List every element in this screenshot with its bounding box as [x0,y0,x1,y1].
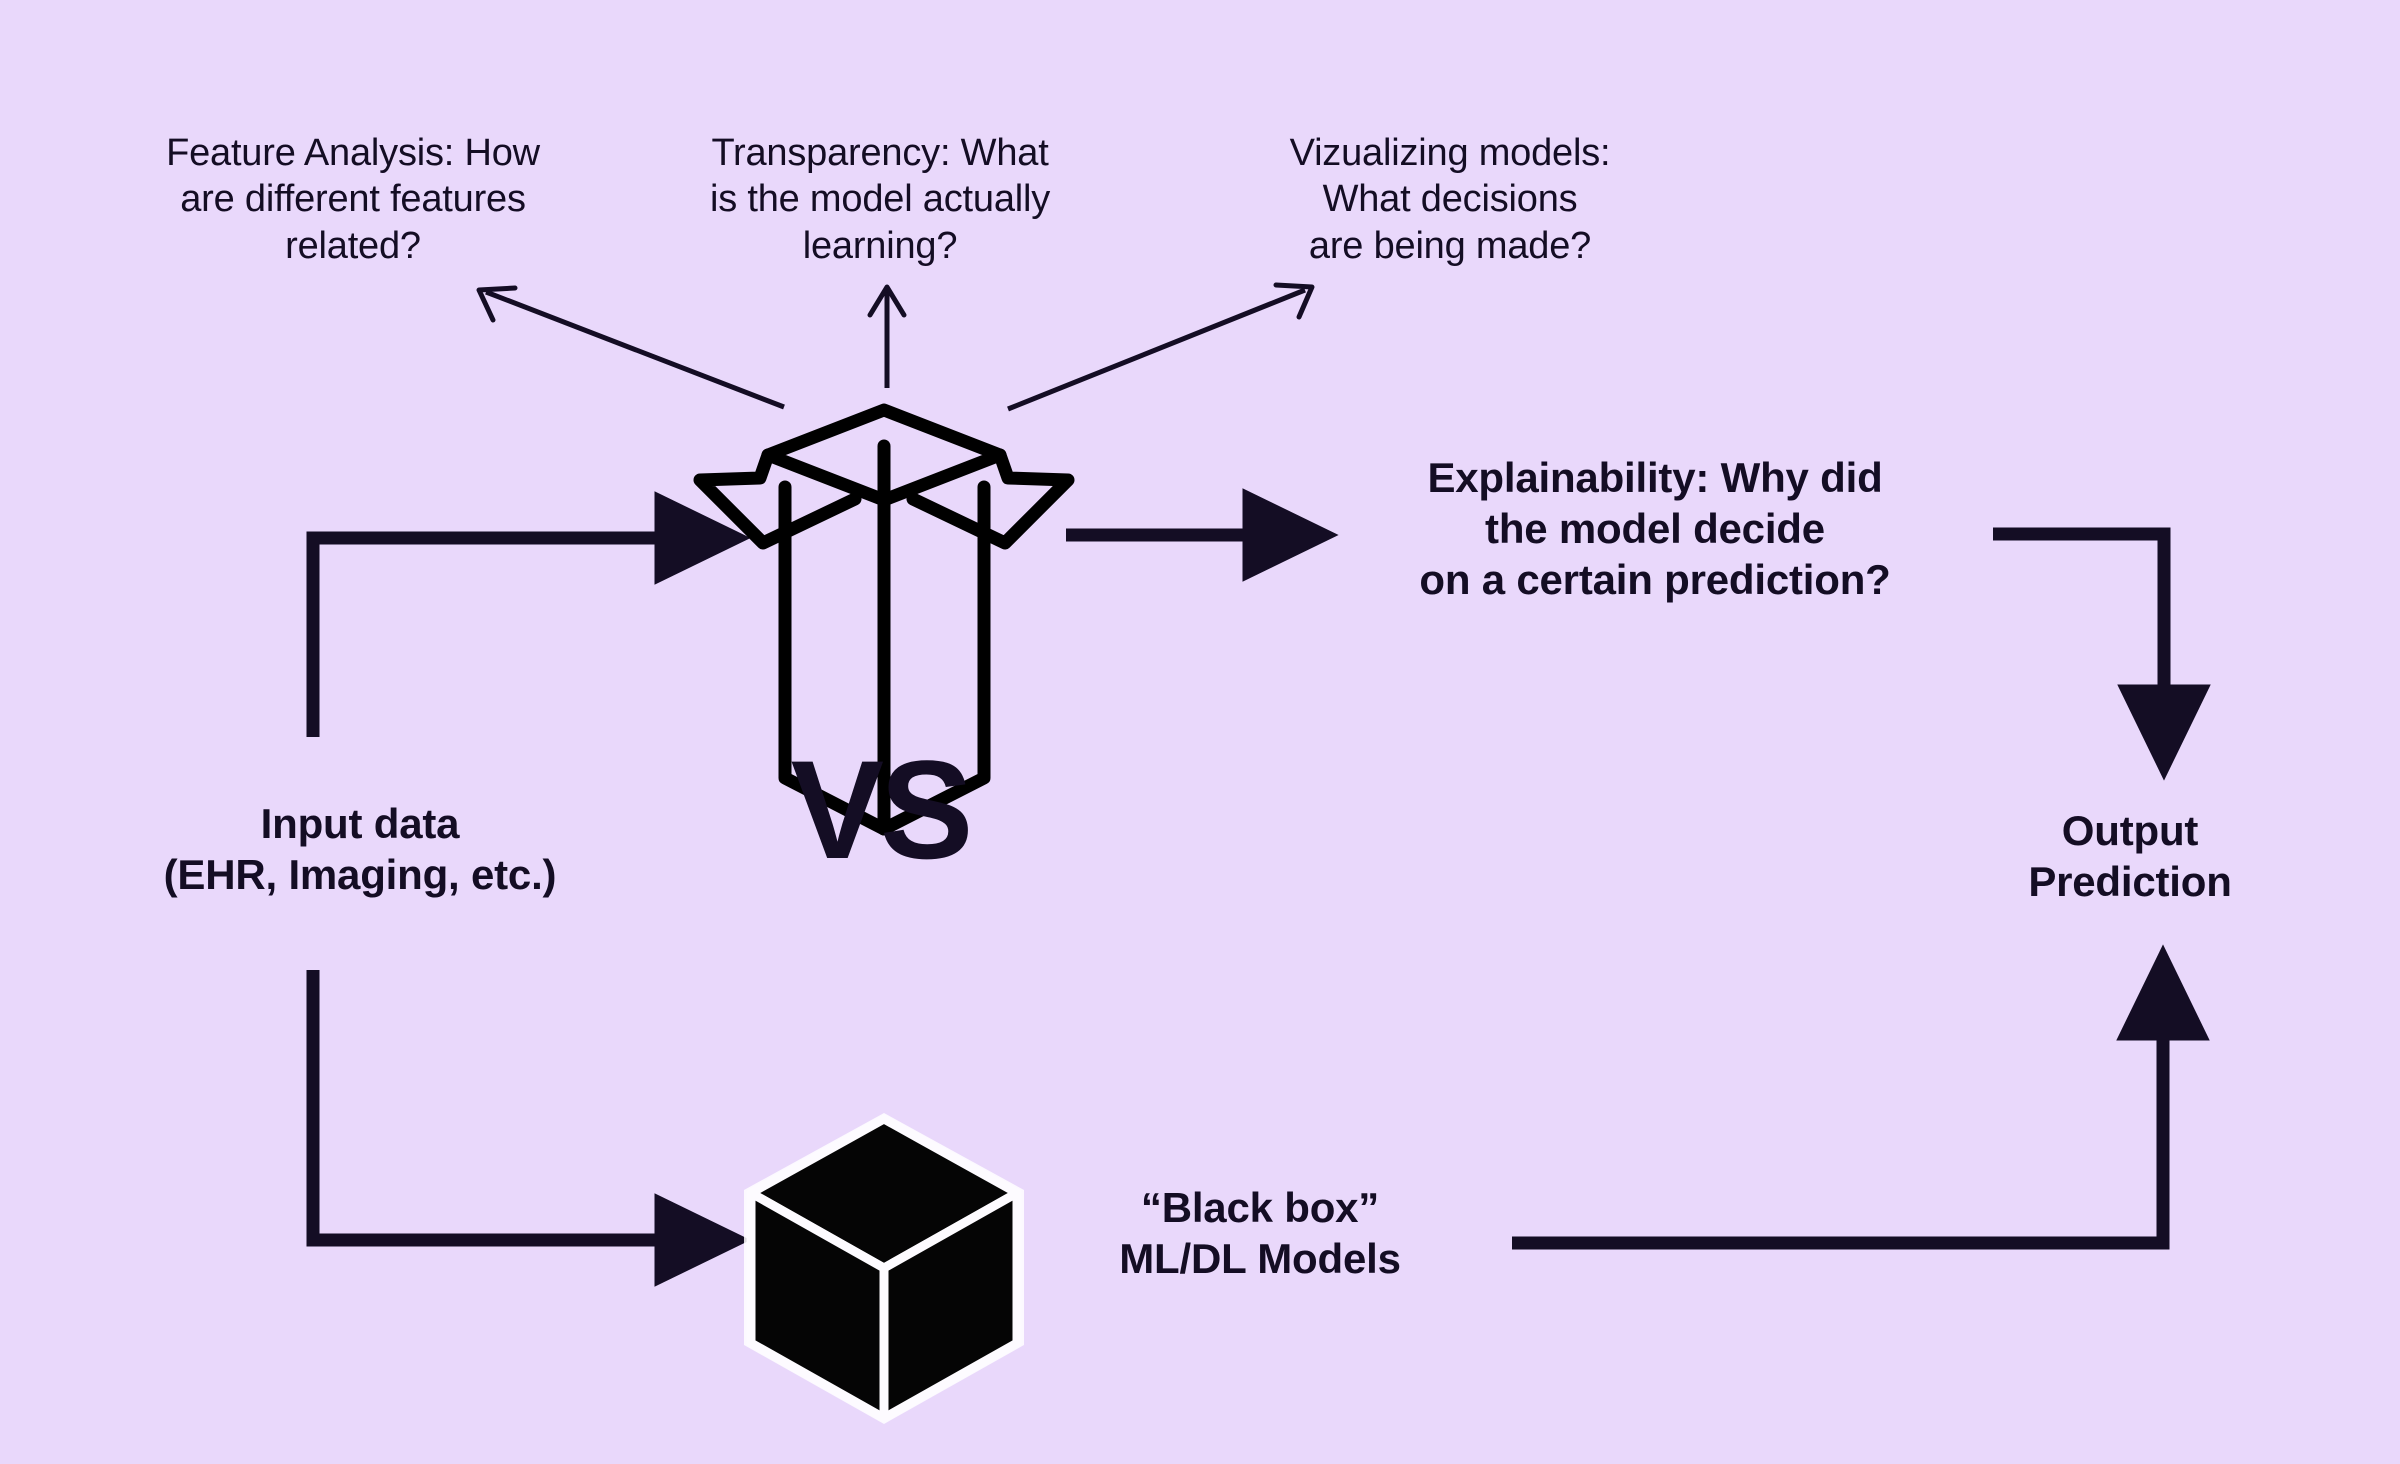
callout-label-transparency: Transparency: What is the model actually… [709,132,1051,267]
callout-label-visualizing-models: Vizualizing models: What decisions are b… [1289,132,1611,267]
node-label-black-box: “Black box” ML/DL Models [1119,1184,1401,1283]
flow-input-to-open-box [306,491,751,737]
node-label-explainability: Explainability: Why did the model decide… [1419,454,1891,604]
callout-label-feature-analysis: Feature Analysis: How are different feat… [166,132,540,267]
callout-arrow-visualizing [1007,282,1315,412]
flow-input-to-black-cube [306,970,751,1287]
node-label-output-prediction: Output Prediction [2028,807,2232,906]
comparison-label-vs: VS [790,731,974,888]
node-label-input-data: Input data (EHR, Imaging, etc.) [163,800,557,899]
flow-black-cube-to-output [1512,944,2210,1250]
callout-arrow-feature-analysis [476,285,785,410]
open-box-icon [693,403,1075,836]
black-cube-icon [744,1113,1024,1424]
flow-explainability-to-output [1993,527,2211,781]
callout-arrow-transparency [867,284,907,388]
